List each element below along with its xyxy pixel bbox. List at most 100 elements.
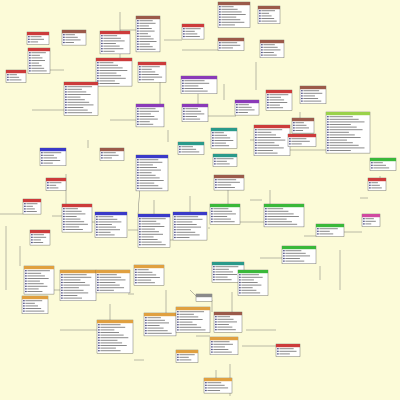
entity-table[interactable] [213, 174, 245, 191]
entity-table[interactable] [39, 147, 67, 166]
entity-table[interactable] [213, 311, 243, 333]
entity-table[interactable] [275, 343, 301, 357]
entity-table[interactable] [59, 269, 97, 301]
column-row [99, 75, 122, 77]
column-row [137, 282, 155, 284]
entity-table[interactable] [23, 265, 55, 295]
entity-table[interactable] [181, 103, 209, 122]
entity-table[interactable] [209, 203, 241, 225]
column-key-icon [61, 274, 63, 276]
table-header [178, 142, 204, 146]
entity-table[interactable] [63, 81, 99, 116]
entity-table[interactable] [217, 1, 251, 28]
entity-table[interactable] [299, 85, 327, 104]
entity-table[interactable] [45, 177, 67, 191]
entity-table[interactable] [26, 31, 50, 45]
entity-table[interactable] [137, 61, 167, 83]
entity-table[interactable] [237, 269, 269, 296]
column-key-icon [371, 164, 373, 166]
entity-table[interactable] [143, 312, 177, 337]
entity-table[interactable] [361, 213, 381, 227]
entity-table[interactable] [22, 198, 42, 215]
entity-table[interactable] [291, 117, 315, 134]
column-row [241, 292, 261, 294]
entity-table[interactable] [99, 30, 131, 55]
entity-table[interactable] [95, 269, 131, 294]
entity-table[interactable] [5, 69, 27, 83]
table-header [212, 262, 244, 266]
column-key-icon [98, 342, 100, 344]
entity-table[interactable] [210, 127, 238, 149]
entity-table[interactable] [287, 133, 317, 147]
entity-table[interactable] [263, 203, 305, 228]
entity-table[interactable] [281, 245, 317, 264]
column-key-icon [47, 184, 49, 186]
entity-table[interactable] [265, 89, 293, 111]
entity-table[interactable] [211, 261, 245, 283]
entity-table[interactable] [61, 203, 93, 233]
entity-table[interactable] [253, 124, 291, 156]
entity-table[interactable] [180, 75, 218, 94]
entity-table[interactable] [315, 223, 345, 237]
table-header [40, 148, 66, 152]
column-key-icon [239, 292, 241, 294]
column-row [221, 42, 238, 44]
column-row [139, 46, 153, 48]
column-row [263, 49, 281, 51]
column-key-icon [215, 184, 217, 186]
column-key-icon [183, 33, 185, 35]
entity-table[interactable] [96, 319, 134, 354]
column-key-icon [219, 24, 221, 26]
entity-table[interactable] [135, 15, 161, 53]
entity-table[interactable] [257, 5, 281, 24]
column-key-icon [219, 44, 221, 46]
column-key-icon [205, 389, 207, 392]
column-key-icon [261, 44, 263, 46]
entity-table[interactable] [137, 213, 171, 248]
table-header [218, 38, 244, 42]
entity-table[interactable] [175, 306, 211, 333]
entity-table[interactable] [181, 23, 205, 40]
entity-table[interactable] [133, 264, 165, 286]
column-row [329, 144, 359, 146]
entity-table[interactable] [95, 57, 133, 87]
column-row [329, 147, 365, 149]
entity-table[interactable] [212, 153, 238, 167]
column-key-icon [369, 184, 371, 186]
column-key-icon [183, 118, 185, 120]
entity-table[interactable] [27, 47, 51, 74]
entity-table[interactable] [203, 377, 233, 394]
column-key-icon [63, 34, 65, 36]
entity-table[interactable] [325, 111, 371, 154]
entity-table[interactable] [234, 99, 260, 116]
entity-table[interactable] [29, 229, 51, 246]
entity-table[interactable] [195, 293, 213, 302]
table-header [22, 296, 48, 300]
table-header [292, 118, 314, 122]
column-key-icon [97, 62, 99, 64]
entity-table[interactable] [135, 154, 169, 192]
column-key-icon [98, 350, 100, 352]
column-key-icon [25, 280, 27, 282]
entity-table[interactable] [21, 295, 49, 314]
entity-table[interactable] [175, 349, 199, 363]
entity-table[interactable] [217, 37, 245, 51]
entity-table[interactable] [367, 177, 387, 191]
table-header [235, 100, 259, 104]
column-key-icon [137, 40, 139, 43]
entity-table[interactable] [135, 103, 165, 128]
entity-table[interactable] [209, 336, 239, 355]
entity-table[interactable] [177, 141, 205, 155]
entity-table[interactable] [99, 147, 125, 161]
entity-table[interactable] [369, 157, 397, 171]
relationship-line [189, 289, 197, 297]
column-key-icon [179, 146, 181, 148]
entity-table[interactable] [61, 29, 87, 46]
table-header [196, 294, 212, 298]
column-key-icon [267, 99, 269, 101]
column-row [100, 342, 123, 344]
column-key-icon [215, 323, 217, 326]
entity-table[interactable] [172, 211, 208, 241]
entity-table[interactable] [94, 211, 128, 238]
entity-table[interactable] [259, 39, 285, 58]
